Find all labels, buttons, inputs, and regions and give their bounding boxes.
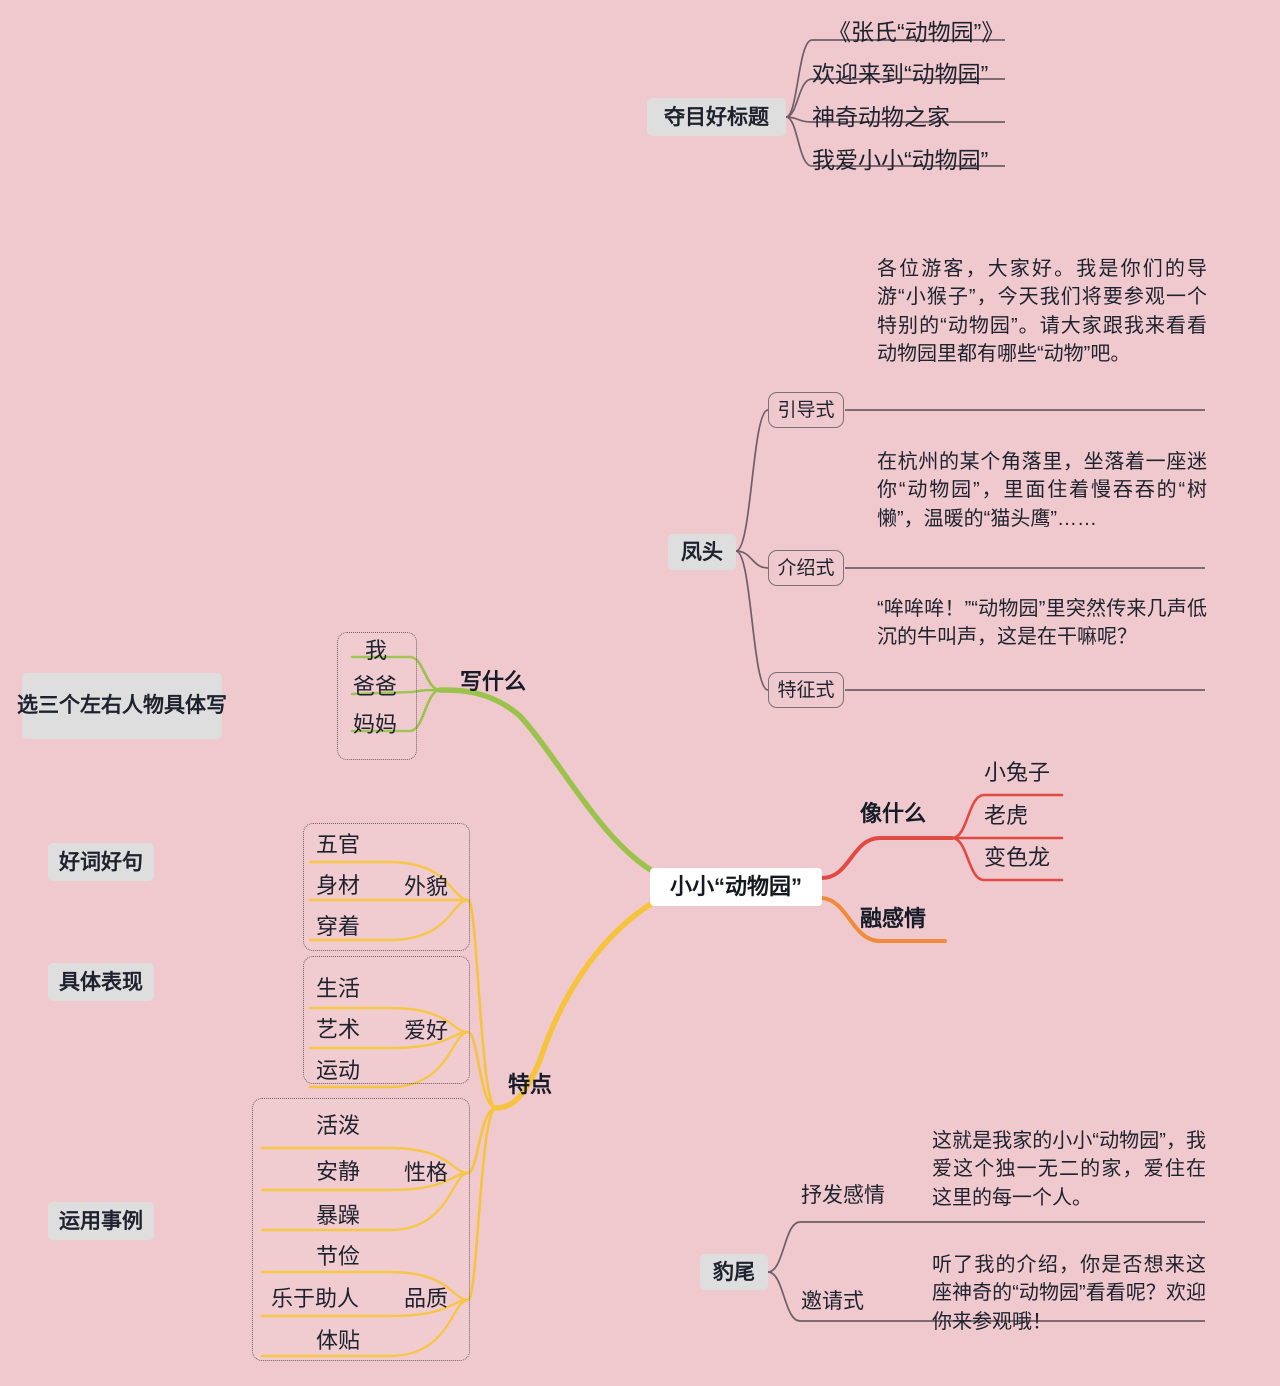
- tedian-group-0-label[interactable]: 外貌: [404, 874, 449, 899]
- fengtou-text-1: 在杭州的某个角落里，坐落着一座迷你“动物园”，里面住着慢吞吞的“树懒”，温暖的“…: [877, 451, 1207, 530]
- node-tedian[interactable]: 特点: [508, 1072, 553, 1097]
- side-note-0[interactable]: 选三个左右人物具体写: [17, 673, 227, 739]
- node-baowei[interactable]: 豹尾: [700, 1254, 768, 1290]
- title-item-2[interactable]: 神奇动物之家: [812, 104, 950, 130]
- fengtou-text-0: 各位游客，大家好。我是你们的导游“小猴子”，今天我们将要参观一个特别的“动物园”…: [877, 258, 1207, 366]
- tedian-group-1-label[interactable]: 爱好: [404, 1018, 449, 1043]
- node-title-branch[interactable]: 夺目好标题: [647, 98, 786, 136]
- group-box-hobby: [303, 956, 470, 1084]
- title-item-1[interactable]: 欢迎来到“动物园”: [812, 61, 989, 87]
- tedian-group-0-item-2[interactable]: 穿着: [316, 914, 361, 939]
- baowei-item-1-label[interactable]: 邀请式: [801, 1290, 864, 1313]
- group-box-personality-quality: [252, 1098, 470, 1361]
- tedian-group-3-item-2[interactable]: 体贴: [316, 1328, 361, 1353]
- node-rong-ganqing[interactable]: 融感情: [860, 906, 927, 931]
- group-box-characters: [337, 632, 417, 760]
- tedian-group-0-item-0[interactable]: 五官: [316, 832, 361, 857]
- xiang-shenme-item-2[interactable]: 变色龙: [984, 845, 1051, 870]
- node-xie-shenme[interactable]: 写什么: [460, 669, 527, 694]
- xiang-shenme-item-1[interactable]: 老虎: [984, 803, 1029, 828]
- root-node[interactable]: 小小“动物园”: [650, 868, 822, 906]
- group-box-appearance: [303, 823, 470, 951]
- node-fengtou[interactable]: 凤头: [668, 534, 736, 570]
- side-note-3[interactable]: 运用事例: [48, 1202, 154, 1240]
- tedian-group-1-item-0[interactable]: 生活: [316, 976, 361, 1001]
- tedian-group-1-item-2[interactable]: 运动: [316, 1058, 361, 1083]
- tedian-group-2-item-1[interactable]: 安静: [316, 1159, 361, 1184]
- tedian-group-0-item-1[interactable]: 身材: [316, 873, 361, 898]
- node-fengtou-item-0[interactable]: 引导式: [768, 392, 844, 428]
- xie-shenme-item-2[interactable]: 妈妈: [353, 712, 398, 737]
- tedian-group-2-label[interactable]: 性格: [404, 1160, 449, 1185]
- node-fengtou-item-2[interactable]: 特征式: [768, 672, 844, 708]
- baowei-item-0-label[interactable]: 抒发感情: [801, 1184, 885, 1207]
- tedian-group-2-item-2[interactable]: 暴躁: [316, 1203, 361, 1228]
- tedian-group-1-item-1[interactable]: 艺术: [316, 1017, 361, 1042]
- node-fengtou-item-1[interactable]: 介绍式: [768, 550, 844, 586]
- node-xiang-shenme[interactable]: 像什么: [860, 801, 927, 826]
- tedian-group-3-item-0[interactable]: 节俭: [316, 1244, 361, 1269]
- fengtou-text-2: “哞哞哞！”“动物园”里突然传来几声低沉的牛叫声，这是在干嘛呢？: [877, 598, 1207, 649]
- side-note-2[interactable]: 具体表现: [48, 963, 154, 1001]
- side-note-1[interactable]: 好词好句: [48, 843, 154, 881]
- tedian-group-2-item-0[interactable]: 活泼: [316, 1113, 361, 1138]
- title-item-3[interactable]: 我爱小小“动物园”: [812, 147, 989, 173]
- tedian-group-3-label[interactable]: 品质: [404, 1286, 449, 1311]
- title-item-0[interactable]: 《张氏“动物园”》: [828, 19, 1005, 45]
- baowei-text-1: 听了我的介绍，你是否想来这座神奇的“动物园”看看呢？欢迎你来参观哦！: [932, 1254, 1206, 1333]
- xiang-shenme-item-0[interactable]: 小兔子: [984, 760, 1051, 785]
- tedian-group-3-item-1[interactable]: 乐于助人: [271, 1286, 360, 1311]
- xie-shenme-item-1[interactable]: 爸爸: [353, 674, 398, 699]
- baowei-text-0: 这就是我家的小小“动物园”，我爱这个独一无二的家，爱住在这里的每一个人。: [932, 1130, 1206, 1209]
- xie-shenme-item-0[interactable]: 我: [365, 638, 388, 663]
